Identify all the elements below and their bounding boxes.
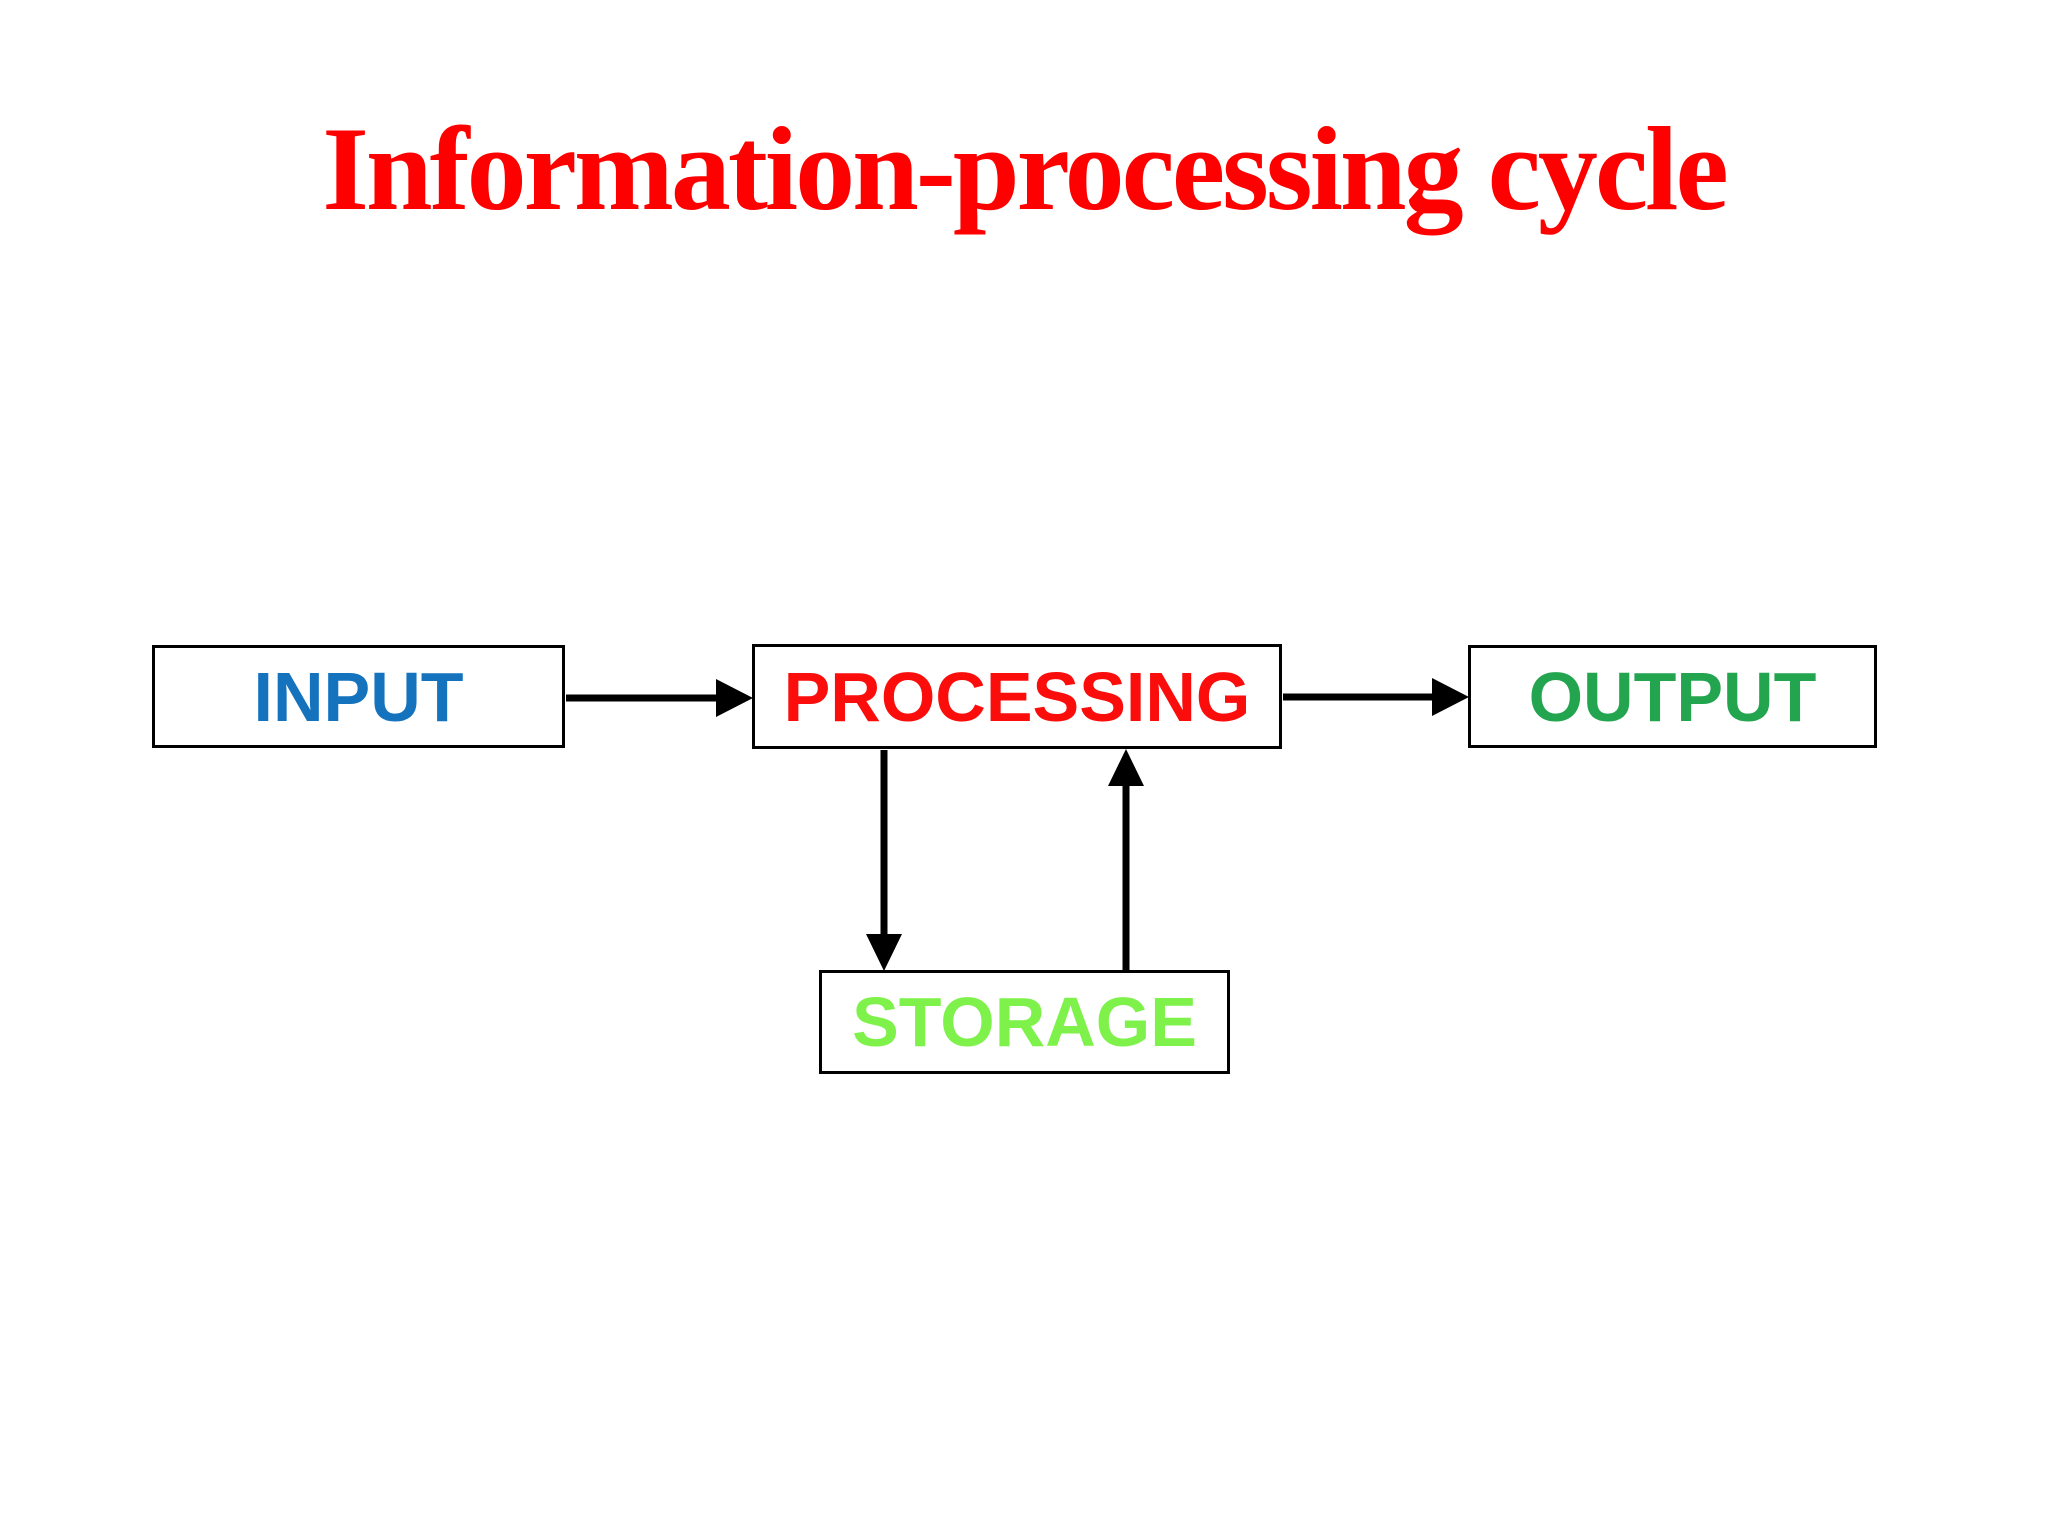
arrow-processing-to-output [1283, 678, 1469, 716]
node-input: INPUT [152, 645, 565, 748]
node-processing-label: PROCESSING [783, 657, 1251, 736]
node-output: OUTPUT [1468, 645, 1877, 748]
node-storage-label: STORAGE [852, 983, 1197, 1061]
arrow-storage-to-processing [1108, 749, 1144, 970]
arrow-input-to-processing [566, 679, 753, 717]
arrow-processing-to-storage [866, 750, 902, 971]
node-storage: STORAGE [819, 970, 1230, 1074]
node-input-label: INPUT [253, 657, 464, 736]
node-output-label: OUTPUT [1528, 657, 1817, 736]
node-processing: PROCESSING [752, 644, 1282, 749]
page-title: Information-processing cycle [322, 102, 1729, 235]
